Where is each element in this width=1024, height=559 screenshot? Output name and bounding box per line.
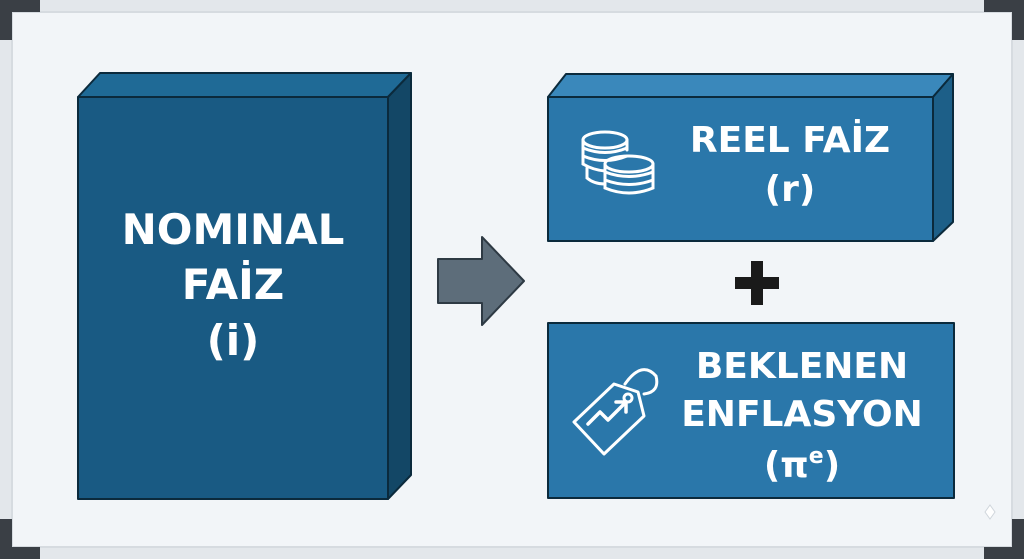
superscript-e: e [808, 444, 824, 469]
beklenen-line2: ENFLASYON [681, 394, 923, 435]
nominal-line3: (i) [206, 316, 260, 365]
nominal-line1: NOMINAL [121, 205, 345, 254]
closing-paren: ) [823, 445, 841, 486]
plus-icon [735, 261, 779, 305]
reel-faiz-box [547, 73, 954, 242]
sparkle-icon [984, 504, 996, 520]
beklenen-line3: (πe) [676, 446, 928, 484]
reel-line2: (r) [764, 169, 816, 210]
beklenen-line1: BEKLENEN [695, 346, 909, 387]
nominal-faiz-box [77, 72, 412, 500]
nominal-line2: FAİZ [181, 260, 285, 309]
right-arrow-icon [437, 236, 525, 326]
price-tag-trend-icon [572, 368, 659, 456]
reel-line1: REEL FAİZ [689, 120, 891, 161]
pi-symbol: (π [763, 445, 809, 486]
coin-stack-icon [581, 130, 655, 195]
